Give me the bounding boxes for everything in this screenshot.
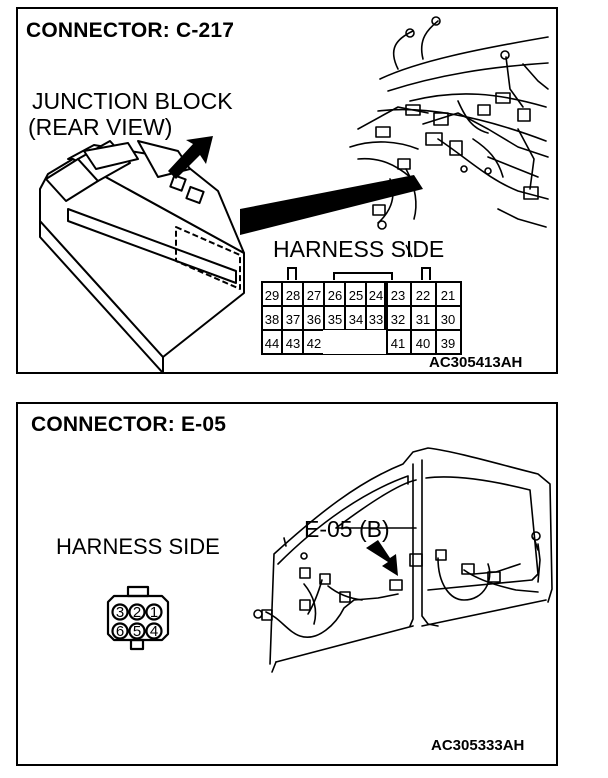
pin-label: 5	[133, 623, 141, 640]
pin-label: 27	[307, 288, 321, 303]
pin-label: 36	[307, 312, 321, 327]
pin-label: 23	[391, 288, 405, 303]
pin-label: 40	[416, 336, 430, 351]
connector-e05-pins: 3 2 1 6 5 4	[116, 604, 158, 640]
pin-label: 43	[286, 336, 300, 351]
connector-c217-pins: 29 28 27 26 25 24 23 22 21 38 37 36 35 3…	[265, 288, 455, 351]
pin-label: 30	[441, 312, 455, 327]
pin-label: 21	[441, 288, 455, 303]
junction-block-label: JUNCTION BLOCK	[32, 88, 233, 114]
connector-c217-title: CONNECTOR: C-217	[26, 19, 235, 42]
dashboard-harness-drawing	[349, 16, 549, 230]
figure-code-top: AC305413AH	[429, 354, 523, 371]
pin-label: 28	[286, 288, 300, 303]
pin-label: 26	[328, 288, 342, 303]
connector-e05-title: CONNECTOR: E-05	[31, 413, 227, 436]
harness-side-label-top: HARNESS SIDE	[273, 236, 445, 262]
connector-c217-panel: CONNECTOR: C-217 JUNCTION BLOCK (REAR VI…	[16, 7, 558, 374]
pin-label: 32	[391, 312, 405, 327]
pin-label: 24	[369, 288, 383, 303]
pin-label: 42	[307, 336, 321, 351]
pin-label: 34	[349, 312, 363, 327]
junction-block-drawing	[39, 140, 245, 372]
pin-label: 31	[416, 312, 430, 327]
pin-label: 29	[265, 288, 279, 303]
harness-side-label-bottom: HARNESS SIDE	[56, 534, 220, 559]
connector-c217-drawing: 29 28 27 26 25 24 23 22 21 38 37 36 35 3…	[39, 16, 549, 372]
pin-label: 2	[133, 604, 141, 621]
e05-callout-arrow	[366, 540, 398, 576]
pin-label: 3	[116, 604, 124, 621]
connector-e05-panel: CONNECTOR: E-05 HARNESS SIDE E-05 (B) AC…	[16, 402, 558, 766]
pin-label: 37	[286, 312, 300, 327]
figure-code-bottom: AC305333AH	[431, 737, 525, 754]
connector-e05-shell	[106, 585, 170, 651]
location-pointer	[240, 175, 423, 235]
pin-label: 35	[328, 312, 342, 327]
rear-view-label: (REAR VIEW)	[28, 114, 173, 140]
connector-c217-grid	[261, 267, 462, 355]
pin-label: 38	[265, 312, 279, 327]
pin-label: 22	[416, 288, 430, 303]
connector-e05-drawing: 3 2 1 6 5 4	[106, 447, 553, 673]
pin-label: 41	[391, 336, 405, 351]
pin-label: 4	[150, 623, 158, 640]
junction-arrow	[168, 136, 213, 179]
pin-label: 25	[349, 288, 363, 303]
door-harness-drawing	[253, 447, 553, 673]
pin-label: 39	[441, 336, 455, 351]
pin-label: 1	[150, 604, 158, 621]
pin-label: 44	[265, 336, 279, 351]
pin-label: 6	[116, 623, 124, 640]
pin-label: 33	[369, 312, 383, 327]
